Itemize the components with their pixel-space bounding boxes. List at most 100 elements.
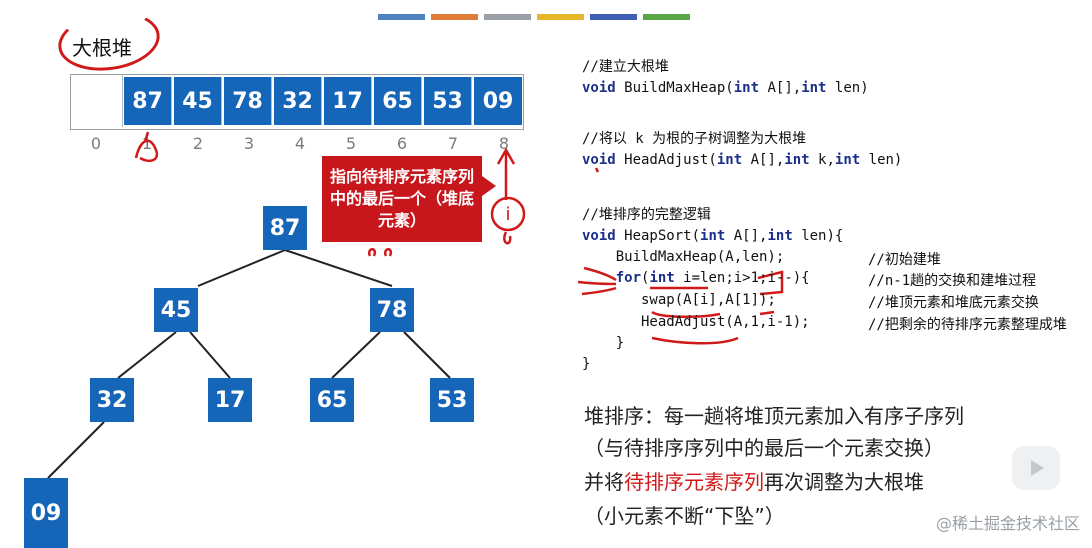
- code-text: len){: [792, 228, 844, 244]
- code-text: k,: [809, 152, 835, 168]
- color-bar-yellow: [537, 14, 584, 20]
- tree-node-09: 09: [24, 478, 68, 548]
- tree-node-45: 45: [154, 288, 198, 332]
- code-line-for: for(int i=len;i>1;i--){: [582, 270, 810, 286]
- edge-78-53: [403, 331, 451, 379]
- array-cell-6: 65: [374, 77, 422, 125]
- code-kw: int: [767, 228, 793, 244]
- desc-line-3: 并将待排序元素序列再次调整为大根堆: [584, 466, 924, 495]
- tree-node-78: 78: [370, 288, 414, 332]
- desc-line-2: （与待排序序列中的最后一个元素交换）: [584, 436, 944, 460]
- desc-line-4: （小元素不断“下坠”）: [584, 504, 785, 528]
- array-cell-4: 32: [274, 77, 322, 125]
- desc-highlight: 待排序元素序列: [624, 470, 764, 494]
- underline-swap: [651, 310, 721, 319]
- code-kw: int: [733, 80, 760, 96]
- arrow-mark-1: [583, 266, 617, 282]
- code-kw: void: [582, 152, 616, 168]
- desc-text: 再次调整为大根堆: [764, 470, 924, 494]
- code-sig-buildmaxheap: void BuildMaxHeap(int A[],int len): [582, 80, 869, 96]
- code-line-swap: swap(A[i],A[1]);: [582, 292, 776, 308]
- array-index-2: 2: [192, 134, 204, 153]
- array-cell-1: 87: [124, 77, 172, 125]
- page-title: 大根堆: [72, 36, 132, 60]
- i-circle: [490, 196, 526, 232]
- array-index-4: 4: [294, 134, 306, 153]
- code-text: A[],: [742, 152, 785, 168]
- callout-last-element: 指向待排序元素序列中的最后一个（堆底元素）: [322, 156, 496, 242]
- array-index-5: 5: [345, 134, 357, 153]
- edge-78-65: [331, 331, 381, 379]
- underline-headadjust: [651, 336, 739, 345]
- color-bar-navy: [590, 14, 637, 20]
- code-comment-buildmaxheap: //建立大根堆: [582, 59, 669, 75]
- array-cell-0: [71, 75, 123, 127]
- array-index-3: 3: [243, 134, 255, 153]
- pointer-label-i: i: [505, 204, 510, 225]
- edge-45-17: [189, 331, 231, 379]
- desc-line-1: 堆排序：每一趟将堆顶元素加入有序子序列: [584, 404, 964, 428]
- i-arrow-head: [496, 147, 516, 165]
- code-kw: void: [582, 228, 616, 244]
- desc-text: 并将: [584, 470, 624, 494]
- code-text: len): [860, 152, 903, 168]
- code-sig-heapsort: void HeapSort(int A[],int len){: [582, 228, 843, 244]
- array-cell-2: 45: [174, 77, 222, 125]
- color-bar-blue: [378, 14, 425, 20]
- array-index-0: 0: [90, 134, 102, 153]
- code-kw: for: [615, 270, 642, 286]
- code-comment-headadjust-call: //把剩余的待排序元素整理成堆: [868, 317, 1067, 333]
- code-kw: int: [834, 152, 861, 168]
- pointer-mark-index-1: [134, 139, 159, 162]
- array-cell-7: 53: [424, 77, 472, 125]
- code-text: i=len;i>1;i--){: [674, 270, 810, 286]
- edge-32-09: [47, 421, 105, 479]
- code-line-headadjust-call: HeadAdjust(A,1,i-1);: [582, 314, 810, 330]
- top-color-bars: [378, 14, 690, 20]
- code-text: A[],: [725, 228, 768, 244]
- array-index-7: 7: [447, 134, 459, 153]
- array-cell-8: 09: [474, 77, 522, 125]
- edge-87-78: [284, 249, 393, 287]
- code-text: (: [641, 270, 650, 286]
- code-kw: int: [700, 228, 726, 244]
- code-comment-heapsort: //堆排序的完整逻辑: [582, 207, 711, 223]
- tree-node-17: 17: [208, 378, 252, 422]
- code-comment-headadjust: //将以 k 为根的子树调整为大根堆: [582, 131, 807, 147]
- code-sig-headadjust: void HeadAdjust(int A[],int k,int len): [582, 152, 902, 168]
- array-index-1: 1: [141, 134, 153, 153]
- code-text: len): [826, 80, 869, 96]
- array-cell-5: 17: [324, 77, 372, 125]
- code-kw: int: [716, 152, 743, 168]
- tree-edges: [47, 249, 451, 479]
- code-text: [582, 270, 616, 286]
- code-kw: void: [582, 80, 616, 96]
- code-comment-for-loop: //n-1趟的交换和建堆过程: [868, 273, 1037, 289]
- array-cell-3: 78: [224, 77, 272, 125]
- code-text: HeapSort(: [615, 228, 701, 244]
- code-kw: int: [801, 80, 827, 96]
- heap-array: 87 45 78 32 17 65 53 09: [70, 74, 524, 130]
- handwritten-marks: [134, 131, 784, 345]
- array-index-8: 8: [498, 134, 510, 153]
- code-line-close-for: }: [582, 335, 625, 351]
- code-text: A[],: [759, 80, 802, 96]
- code-kw: int: [784, 152, 810, 168]
- edge-45-32: [117, 331, 177, 379]
- code-text: HeadAdjust(: [615, 152, 717, 168]
- watermark: @稀土掘金技术社区: [935, 514, 1080, 533]
- array-index-6: 6: [396, 134, 408, 153]
- code-line-close-func: }: [582, 356, 591, 372]
- tree-node-32: 32: [90, 378, 134, 422]
- code-comment-swap: //堆顶元素和堆底元素交换: [868, 295, 1039, 311]
- color-bar-orange: [431, 14, 478, 20]
- video-play-icon[interactable]: [1012, 446, 1060, 490]
- color-bar-green: [643, 14, 690, 20]
- color-bar-gray: [484, 14, 531, 20]
- tree-node-53: 53: [430, 378, 474, 422]
- tree-node-65: 65: [310, 378, 354, 422]
- tree-node-root: 87: [263, 206, 307, 250]
- code-line-buildmaxheap-call: BuildMaxHeap(A,len);: [582, 249, 785, 265]
- code-comment-initial-build: //初始建堆: [868, 252, 941, 268]
